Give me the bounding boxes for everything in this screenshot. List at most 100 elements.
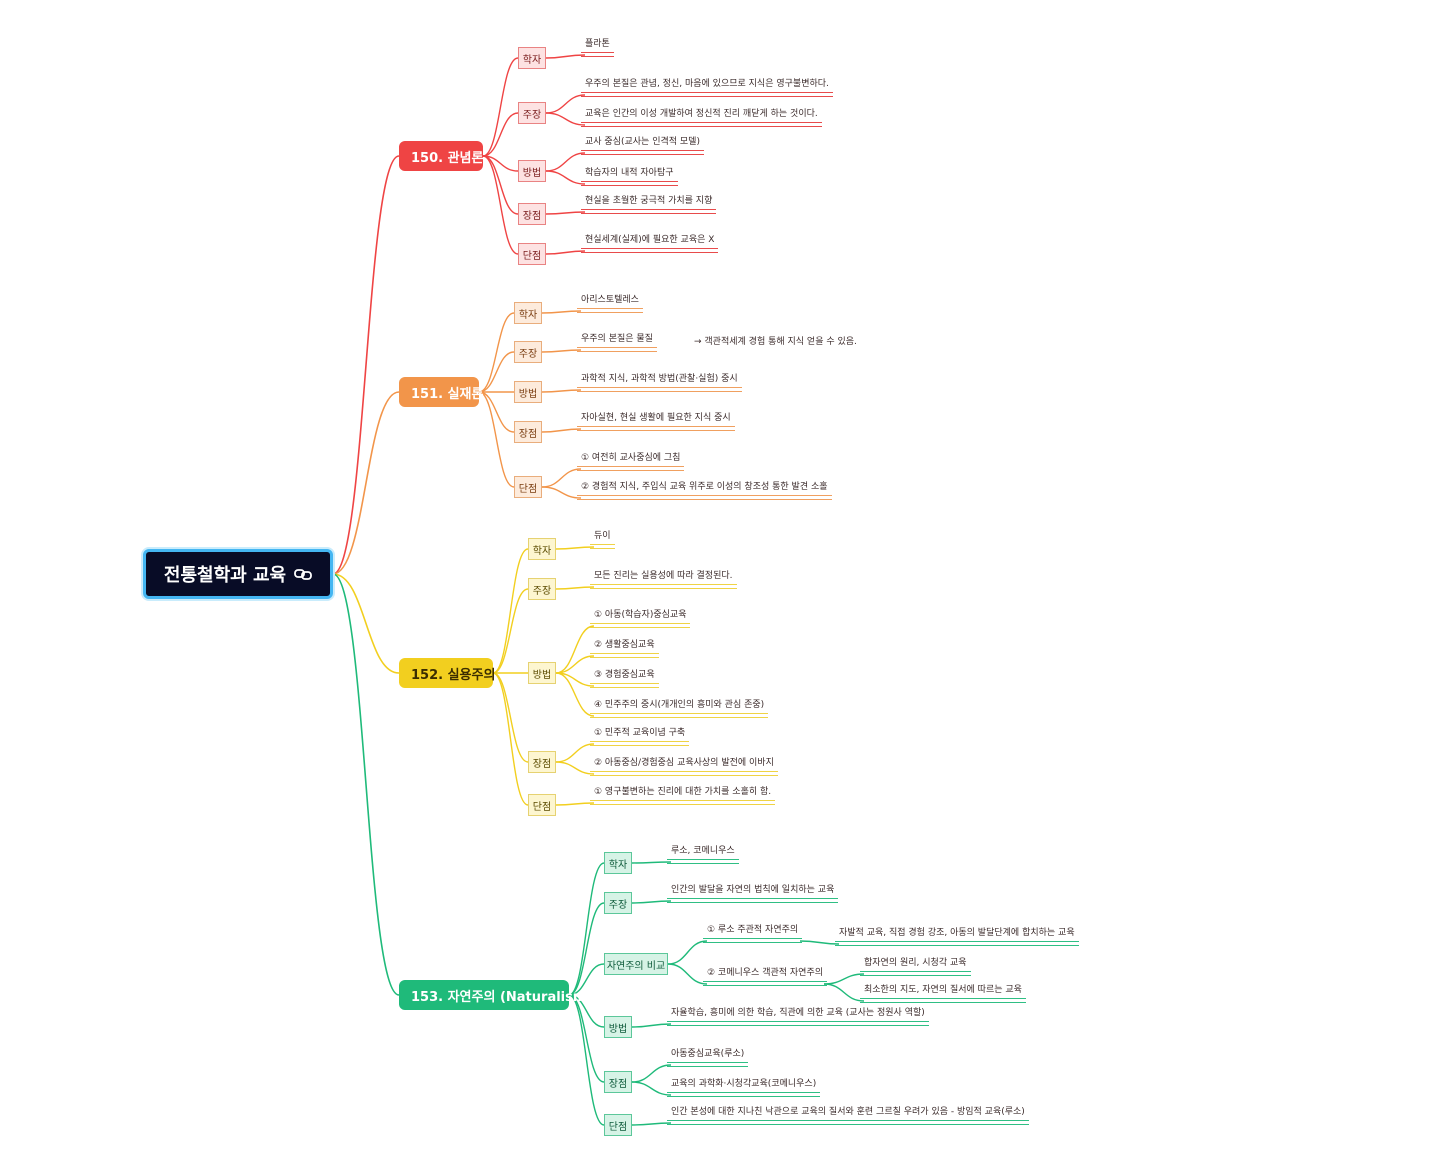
tag-152-claim[interactable]: 주장 [528, 578, 556, 600]
tag-152-strength[interactable]: 장점 [528, 751, 556, 773]
connector-152-tag-0 [492, 548, 529, 674]
leaf-text: ② 경험적 지식, 주입식 교육 위주로 이성의 창조성 통한 발견 소홀 [581, 482, 828, 492]
leaf-153-comenius-desc-2[interactable]: 최소한의 지도, 자연의 질서에 따르는 교육 [860, 985, 1026, 1003]
tag-153-comparison[interactable]: 자연주의 비교 [604, 953, 668, 975]
leaf-151-weakness-1[interactable]: ① 여전히 교사중심에 그침 [577, 453, 685, 471]
leaf-text: 교육의 과학화·시청각교육(코메니우스) [671, 1079, 817, 1089]
leaf-text: 과학적 지식, 과학적 방법(관찰·실험) 중시 [581, 374, 738, 384]
leaf-153-method[interactable]: 자율학습, 흥미에 의한 학습, 직관에 의한 교육 (교사는 정원사 역할) [667, 1008, 929, 1026]
branch-150-idealism[interactable]: 150. 관념론 [399, 141, 483, 171]
leaf-text: 교육은 인간의 이성 개발하여 정신적 진리 깨닫게 하는 것이다. [585, 109, 818, 119]
connector-150-weakness [545, 250, 586, 255]
connector-153-rousseau-desc [799, 940, 840, 945]
leaf-152-scholar[interactable]: 듀이 [590, 531, 615, 549]
connector-153-strength-2 [631, 1081, 672, 1096]
leaf-151-claim[interactable]: 우주의 본질은 물질 [577, 334, 657, 352]
leaf-153-strength-1[interactable]: 아동중심교육(루소) [667, 1049, 749, 1067]
leaf-text: 자발적 교육, 직접 경험 강조, 아동의 발달단계에 합치하는 교육 [839, 928, 1075, 938]
leaf-text: 인간 본성에 대한 지나친 낙관으로 교육의 질서와 훈련 그르칠 우려가 있음… [671, 1107, 1025, 1117]
connector-150-scholar [545, 54, 586, 59]
leaf-text: 자율학습, 흥미에 의한 학습, 직관에 의한 교육 (교사는 정원사 역할) [671, 1008, 925, 1018]
tag-152-scholar[interactable]: 학자 [528, 538, 556, 560]
branch-151-realism[interactable]: 151. 실재론 [399, 377, 483, 407]
connector-153-scholar [631, 861, 672, 864]
leaf-152-strength-2[interactable]: ② 아동중심/경험중심 교육사상의 발전에 이바지 [590, 758, 778, 776]
leaf-153-comparison-comenius[interactable]: ② 코메니우스 객관적 자연주의 [703, 968, 828, 986]
tag-152-weakness[interactable]: 단점 [528, 794, 556, 816]
root-node[interactable]: 전통철학과 교육 [143, 549, 333, 599]
connector-153-claim [631, 900, 672, 904]
tag-151-strength[interactable]: 장점 [514, 421, 542, 443]
leaf-150-strength[interactable]: 현실을 초월한 궁극적 가치를 지향 [581, 196, 717, 214]
connector-150-method-1 [545, 152, 586, 172]
branch-152-pragmatism[interactable]: 152. 실용주의 [399, 658, 495, 688]
leaf-152-method-2[interactable]: ② 생활중심교육 [590, 640, 659, 658]
leaf-152-strength-1[interactable]: ① 민주적 교육이념 구축 [590, 728, 690, 746]
branch-153-naturalism[interactable]: 153. 자연주의 (Naturalism) [399, 980, 592, 1010]
connector-150-claim-2 [545, 112, 586, 126]
tag-151-weakness[interactable]: 단점 [514, 476, 542, 498]
leaf-text: 플라톤 [585, 39, 610, 49]
tag-153-method[interactable]: 방법 [604, 1016, 632, 1038]
leaf-text: 인간의 발달을 자연의 법칙에 일치하는 교육 [671, 885, 835, 895]
leaf-text: 모든 진리는 실용성에 따라 결정된다. [594, 571, 733, 581]
connector-150-tag-0 [482, 57, 519, 157]
tag-153-claim[interactable]: 주장 [604, 892, 632, 914]
tag-153-weakness[interactable]: 단점 [604, 1114, 632, 1136]
connector-root-153 [332, 573, 400, 996]
tag-151-method[interactable]: 방법 [514, 381, 542, 403]
connector-150-method-2 [545, 170, 586, 185]
leaf-151-weakness-2[interactable]: ② 경험적 지식, 주입식 교육 위주로 이성의 창조성 통한 발견 소홀 [577, 482, 832, 500]
connector-150-tag-4 [482, 155, 519, 255]
leaf-152-claim[interactable]: 모든 진리는 실용성에 따라 결정된다. [590, 571, 737, 589]
tag-150-strength[interactable]: 장점 [518, 203, 546, 225]
tag-153-strength[interactable]: 장점 [604, 1071, 632, 1093]
connector-153-comparison-rousseau [667, 940, 708, 965]
connector-151-method [541, 389, 582, 393]
connector-152-tag-1 [492, 588, 529, 674]
leaf-153-claim[interactable]: 인간의 발달을 자연의 법칙에 일치하는 교육 [667, 885, 839, 903]
connector-152-tag-3 [492, 672, 529, 763]
leaf-150-method-1[interactable]: 교사 중심(교사는 인격적 모델) [581, 137, 704, 155]
leaf-153-comparison-rousseau[interactable]: ① 루소 주관적 자연주의 [703, 925, 803, 943]
tag-152-method[interactable]: 방법 [528, 662, 556, 684]
tag-150-weakness[interactable]: 단점 [518, 243, 546, 265]
leaf-151-method[interactable]: 과학적 지식, 과학적 방법(관찰·실험) 중시 [577, 374, 742, 392]
leaf-151-strength[interactable]: 자아실현, 현실 생활에 필요한 지식 중시 [577, 413, 735, 431]
link-icon [294, 567, 312, 581]
leaf-150-method-2[interactable]: 학습자의 내적 자아탐구 [581, 168, 678, 186]
tag-150-scholar[interactable]: 학자 [518, 47, 546, 69]
tag-150-claim[interactable]: 주장 [518, 102, 546, 124]
leaf-151-claim-extra[interactable]: → 객관적세계 경험 통해 지식 얻을 수 있음. [694, 337, 857, 348]
leaf-153-rousseau-desc[interactable]: 자발적 교육, 직접 경험 강조, 아동의 발달단계에 합치하는 교육 [835, 928, 1079, 946]
leaf-152-method-1[interactable]: ① 아동(학습자)중심교육 [590, 610, 691, 628]
root-title: 전통철학과 교육 [163, 565, 287, 586]
connector-151-strength [541, 428, 582, 433]
leaf-150-claim-2[interactable]: 교육은 인간의 이성 개발하여 정신적 진리 깨닫게 하는 것이다. [581, 109, 822, 127]
leaf-153-weakness[interactable]: 인간 본성에 대한 지나친 낙관으로 교육의 질서와 훈련 그르칠 우려가 있음… [667, 1107, 1029, 1125]
tag-153-scholar[interactable]: 학자 [604, 852, 632, 874]
tag-150-method[interactable]: 방법 [518, 160, 546, 182]
connector-152-method-1 [555, 625, 595, 674]
connector-153-comenius-desc-2 [823, 983, 865, 1002]
leaf-152-method-3[interactable]: ③ 경험중심교육 [590, 670, 659, 688]
leaf-153-scholar[interactable]: 루소, 코메니우스 [667, 846, 739, 864]
connector-151-tag-3 [478, 391, 515, 433]
connector-151-tag-0 [478, 312, 515, 393]
connector-root-151 [332, 391, 400, 575]
leaf-150-scholar[interactable]: 플라톤 [581, 39, 614, 57]
leaf-152-method-4[interactable]: ④ 민주주의 중시(개개인의 흥미와 관심 존중) [590, 700, 769, 718]
leaf-150-claim-1[interactable]: 우주의 본질은 관념, 정신, 마음에 있으므로 지식은 영구불변하다. [581, 79, 833, 97]
leaf-text: ③ 경험중심교육 [594, 670, 655, 680]
connector-152-weakness [555, 802, 595, 806]
leaf-text: 우주의 본질은 물질 [581, 334, 653, 344]
leaf-151-scholar[interactable]: 아리스토텔레스 [577, 295, 643, 313]
leaf-150-weakness[interactable]: 현실세계(실제)에 필요한 교육은 X [581, 235, 719, 253]
leaf-text: ① 여전히 교사중심에 그침 [581, 453, 681, 463]
leaf-153-strength-2[interactable]: 교육의 과학화·시청각교육(코메니우스) [667, 1079, 821, 1097]
connector-153-comenius-desc-1 [823, 973, 865, 985]
tag-151-scholar[interactable]: 학자 [514, 302, 542, 324]
leaf-153-comenius-desc-1[interactable]: 합자연의 원리, 시청각 교육 [860, 958, 971, 976]
leaf-152-weakness[interactable]: ① 영구불변하는 진리에 대한 가치를 소홀히 함. [590, 787, 776, 805]
tag-151-claim[interactable]: 주장 [514, 341, 542, 363]
